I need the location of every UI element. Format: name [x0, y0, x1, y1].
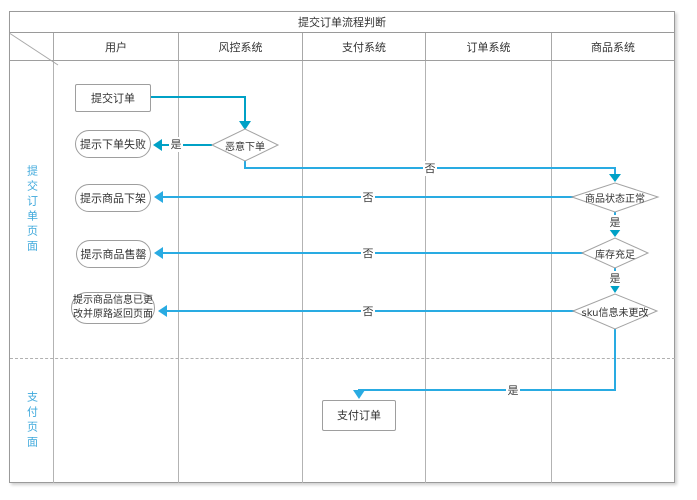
lane-header-product-system: 商品系统: [591, 40, 635, 54]
edge-submit-to-malicious: [151, 96, 246, 123]
decision-status-normal-shape: [570, 182, 660, 213]
decision-sku-unchanged-shape: [571, 293, 659, 330]
row-label-submit-page-box: 提交订单页面: [10, 61, 53, 358]
edge-label-no-stock: 否: [361, 246, 375, 261]
row-label-pay-page: 支付页面: [25, 390, 39, 451]
node-product-changed: 提示商品信息已更改并原路返回页面: [71, 292, 155, 324]
lane-header-risk-system: 风控系统: [179, 33, 303, 60]
decision-status-normal-label: 商品状态正常: [585, 194, 645, 205]
decision-stock-enough-label: 库存充足: [595, 250, 635, 261]
decision-malicious-order-label: 恶意下单: [225, 142, 265, 153]
node-product-soldout: 提示商品售罄: [76, 240, 151, 268]
arrowhead-into-sku: [609, 284, 621, 293]
lane-divider-4: [425, 61, 426, 483]
edge-label-no-sku: 否: [361, 304, 375, 319]
node-submit-order: 提交订单: [75, 84, 151, 112]
lane-corner-cell: [10, 33, 54, 60]
diagram-title-bar: 提交订单流程判断: [9, 11, 675, 33]
arrowhead-into-stock: [609, 229, 621, 237]
diagram-title: 提交订单流程判断: [298, 16, 386, 29]
lane-header-user: 用户: [54, 33, 179, 60]
lane-header-row: 用户 风控系统 支付系统 订单系统 商品系统: [9, 33, 675, 61]
lane-divider-2: [178, 61, 179, 483]
decision-sku-unchanged-label: sku信息未更改: [581, 308, 649, 319]
corner-diagonal-line: [9, 33, 59, 66]
edge-sku-yes-to-pay: [358, 329, 616, 391]
lane-divider-5: [551, 61, 552, 483]
edge-label-yes-status: 是: [608, 215, 622, 230]
lane-divider-3: [302, 61, 303, 483]
arrowhead-into-status: [609, 174, 621, 182]
decision-stock-enough-shape: [580, 237, 650, 269]
node-pay-order: 支付订单: [322, 400, 396, 431]
node-product-removed: 提示商品下架: [75, 184, 151, 212]
arrowhead-into-malicious: [239, 121, 251, 130]
lane-header-payment-system: 支付系统: [303, 33, 426, 60]
arrowhead-into-removed: [154, 191, 163, 203]
page-row-divider: [10, 358, 675, 359]
decision-malicious-order-shape: [210, 128, 280, 162]
arrowhead-into-soldout: [154, 247, 163, 259]
arrowhead-into-pay: [353, 390, 365, 399]
edge-label-yes-sku: 是: [506, 383, 520, 398]
row-label-submit-page: 提交订单页面: [25, 164, 39, 255]
edge-label-no-malicious: 否: [423, 161, 437, 176]
lane-divider-1: [53, 61, 54, 483]
row-label-pay-page-box: 支付页面: [10, 358, 53, 483]
lane-header-order-system: 订单系统: [426, 33, 552, 60]
edge-label-yes-stock: 是: [608, 271, 622, 286]
arrowhead-into-fail: [153, 139, 162, 151]
node-order-fail: 提示下单失败: [75, 130, 151, 158]
edge-label-no-status: 否: [361, 190, 375, 205]
arrowhead-into-changed: [158, 305, 167, 317]
edge-label-yes-malicious: 是: [169, 137, 183, 152]
